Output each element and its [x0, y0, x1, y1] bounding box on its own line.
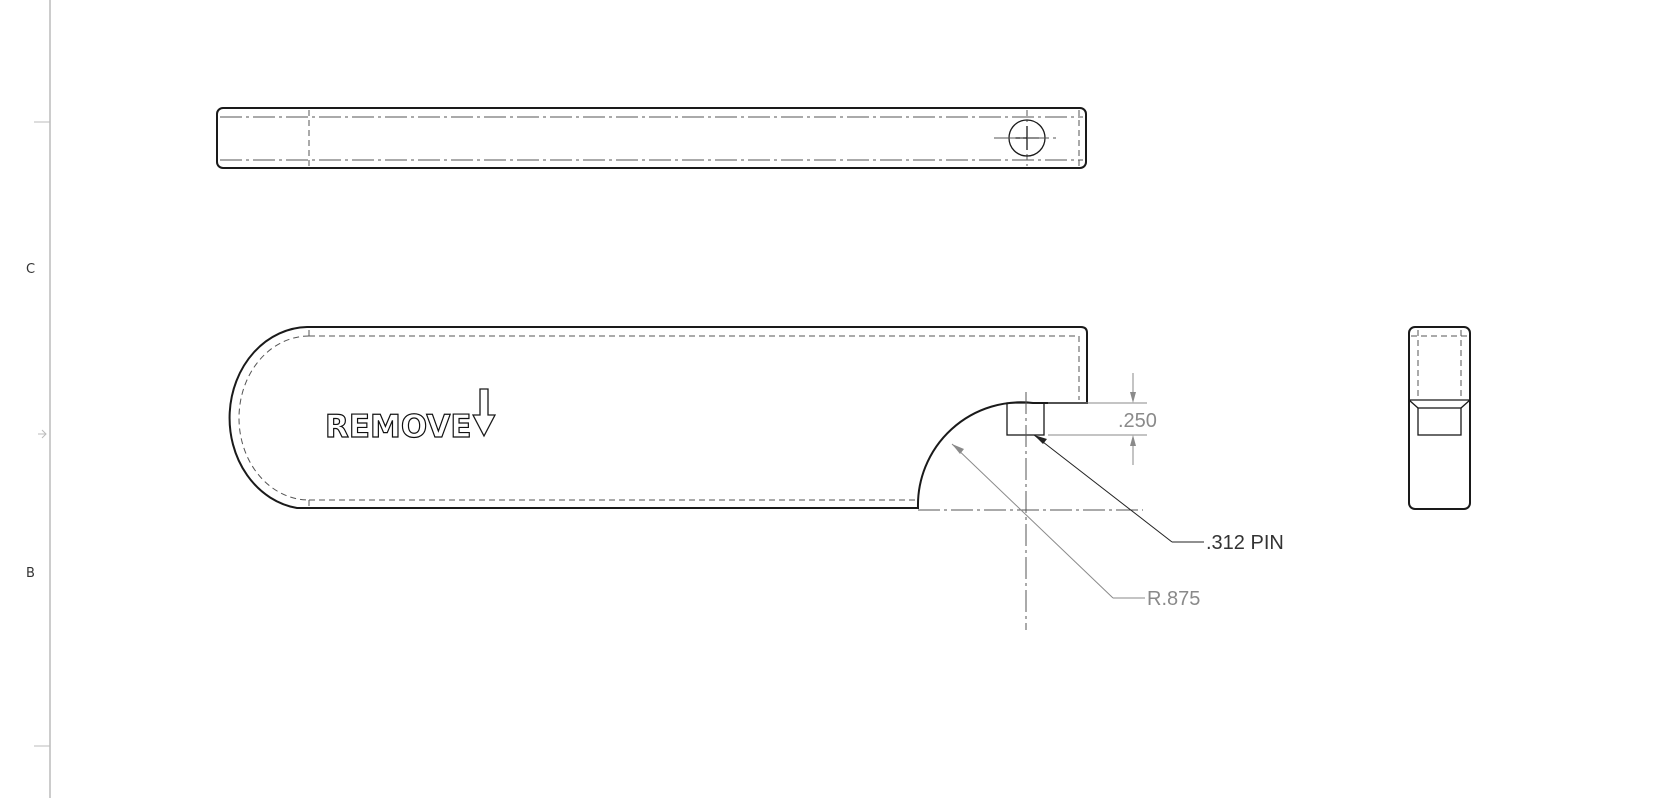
zone-label-b: B [26, 566, 35, 581]
front-view: REMOVE [228, 326, 1143, 630]
dimension-pin-callout: .312 PIN [1033, 434, 1284, 554]
side-view [1408, 326, 1471, 510]
dimension-radius: R.875 [951, 443, 1200, 610]
radius-text: R.875 [1147, 588, 1200, 610]
circle-cross-icon [994, 119, 1060, 157]
pin-callout-text: .312 PIN [1206, 532, 1284, 554]
dimension-height: .250 [1048, 373, 1157, 465]
engraving-text: REMOVE [325, 409, 472, 445]
top-view [216, 107, 1087, 169]
side-view-outline [1408, 326, 1471, 510]
top-view-outline [216, 107, 1087, 169]
down-arrow-outline-icon [471, 388, 497, 438]
zone-marker-arrow-icon [38, 429, 47, 439]
dimension-height-text: .250 [1118, 410, 1157, 432]
zone-label-c: C [26, 262, 36, 277]
sheet-border [34, 0, 51, 798]
